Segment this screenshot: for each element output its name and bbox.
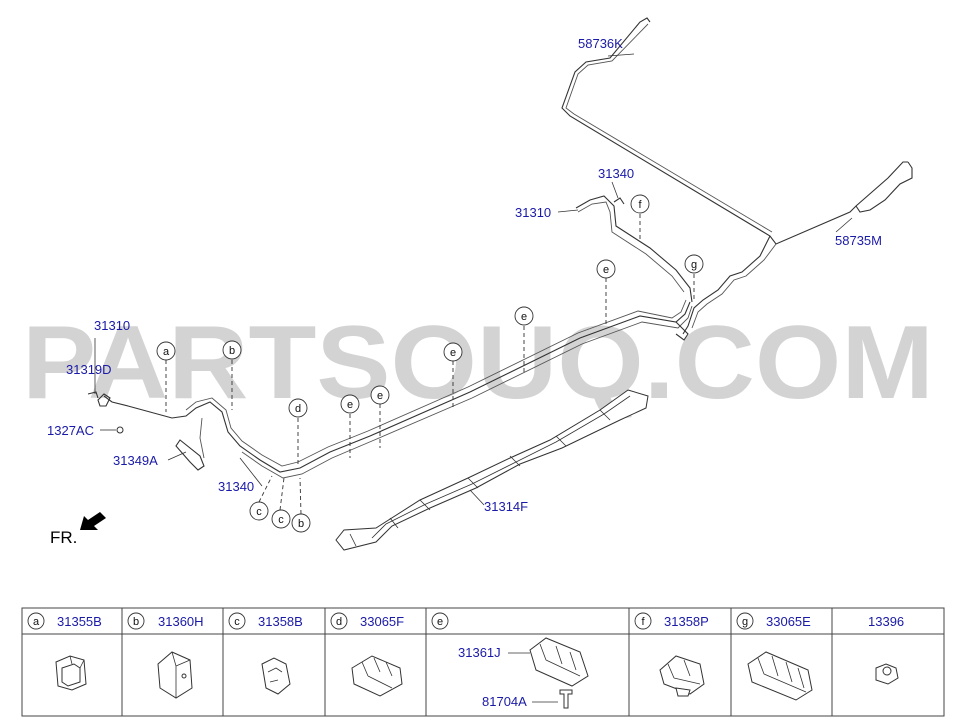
front-arrow-icon — [80, 512, 106, 530]
callout-31314F: 31314F — [484, 499, 528, 514]
svg-text:31361J: 31361J — [458, 645, 501, 660]
marker-a: a — [156, 341, 176, 361]
callout-31310-top: 31310 — [515, 205, 551, 220]
marker-c-2: c — [271, 509, 291, 529]
svg-text:a: a — [33, 616, 40, 628]
clip-f-icon — [659, 655, 705, 697]
marker-e-3: e — [443, 342, 463, 362]
marker-c-1: c — [249, 501, 269, 521]
callout-58735M: 58735M — [835, 233, 882, 248]
callout-1327AC: 1327AC — [47, 423, 94, 438]
svg-text:e: e — [377, 390, 383, 402]
clip-g-icon — [747, 651, 813, 701]
front-label: FR. — [50, 528, 77, 547]
svg-text:c: c — [256, 506, 262, 518]
callout-labels: 58736K 58735M 31340 31310 31310 31319D 1… — [47, 36, 882, 514]
svg-text:b: b — [229, 345, 235, 357]
svg-text:31358P: 31358P — [664, 614, 709, 629]
svg-text:c: c — [234, 616, 240, 628]
svg-text:f: f — [638, 199, 642, 211]
svg-text:f: f — [641, 616, 645, 628]
clip-e-icon — [529, 637, 589, 709]
marker-d: d — [288, 398, 308, 418]
callout-31310-left: 31310 — [94, 318, 130, 333]
marker-f: f — [630, 194, 650, 214]
marker-g: g — [684, 254, 704, 274]
svg-text:a: a — [163, 346, 170, 358]
svg-text:d: d — [295, 403, 301, 415]
legend-col-nut: 13396 — [868, 614, 904, 629]
svg-text:13396: 13396 — [868, 614, 904, 629]
marker-circles: a b d e e e e e f g c c b — [156, 194, 704, 533]
svg-text:g: g — [742, 616, 748, 628]
svg-text:e: e — [347, 399, 353, 411]
svg-text:31355B: 31355B — [57, 614, 102, 629]
svg-text:e: e — [603, 264, 609, 276]
legend-col-d: d 33065F — [330, 612, 404, 630]
callout-31340-bottom: 31340 — [218, 479, 254, 494]
clip-d-icon — [351, 655, 403, 697]
legend-col-b: b 31360H — [127, 612, 204, 630]
svg-text:33065E: 33065E — [766, 614, 811, 629]
svg-text:b: b — [298, 518, 304, 530]
callout-31319D: 31319D — [66, 362, 112, 377]
legend-col-e: e 31361J 81704A — [431, 612, 558, 709]
svg-text:33065F: 33065F — [360, 614, 404, 629]
leader-lines — [94, 53, 853, 515]
legend-table: a 31355B b 31360H c 31358B d 33065F e 31… — [21, 607, 945, 717]
watermark: PARTSOUQ.COM — [22, 305, 934, 421]
clip-b-icon — [157, 651, 193, 699]
svg-text:31360H: 31360H — [158, 614, 204, 629]
legend-col-g: g 33065E — [736, 612, 811, 630]
svg-text:81704A: 81704A — [482, 694, 527, 709]
legend-col-a: a 31355B — [27, 612, 102, 630]
svg-text:b: b — [133, 616, 139, 628]
legend-col-f: f 31358P — [634, 612, 709, 630]
svg-text:e: e — [437, 616, 443, 628]
svg-text:d: d — [336, 616, 342, 628]
svg-text:31358B: 31358B — [258, 614, 303, 629]
side-rail-31314F — [335, 389, 649, 551]
marker-e-5: e — [596, 259, 616, 279]
legend-col-c: c 31358B — [228, 612, 303, 630]
clip-a-icon — [55, 655, 87, 691]
marker-b-bottom: b — [291, 513, 311, 533]
svg-text:e: e — [450, 347, 456, 359]
marker-b-top: b — [222, 340, 242, 360]
nut-icon — [875, 663, 899, 685]
marker-e-1: e — [340, 394, 360, 414]
callout-58736K: 58736K — [578, 36, 623, 51]
svg-text:c: c — [278, 514, 284, 526]
callout-31349A: 31349A — [113, 453, 158, 468]
marker-e-2: e — [370, 385, 390, 405]
marker-e-4: e — [514, 306, 534, 326]
front-direction-indicator: FR. — [50, 512, 106, 547]
svg-text:e: e — [521, 311, 527, 323]
clip-c-icon — [261, 657, 291, 695]
svg-text:g: g — [691, 259, 697, 271]
callout-31340-top: 31340 — [598, 166, 634, 181]
